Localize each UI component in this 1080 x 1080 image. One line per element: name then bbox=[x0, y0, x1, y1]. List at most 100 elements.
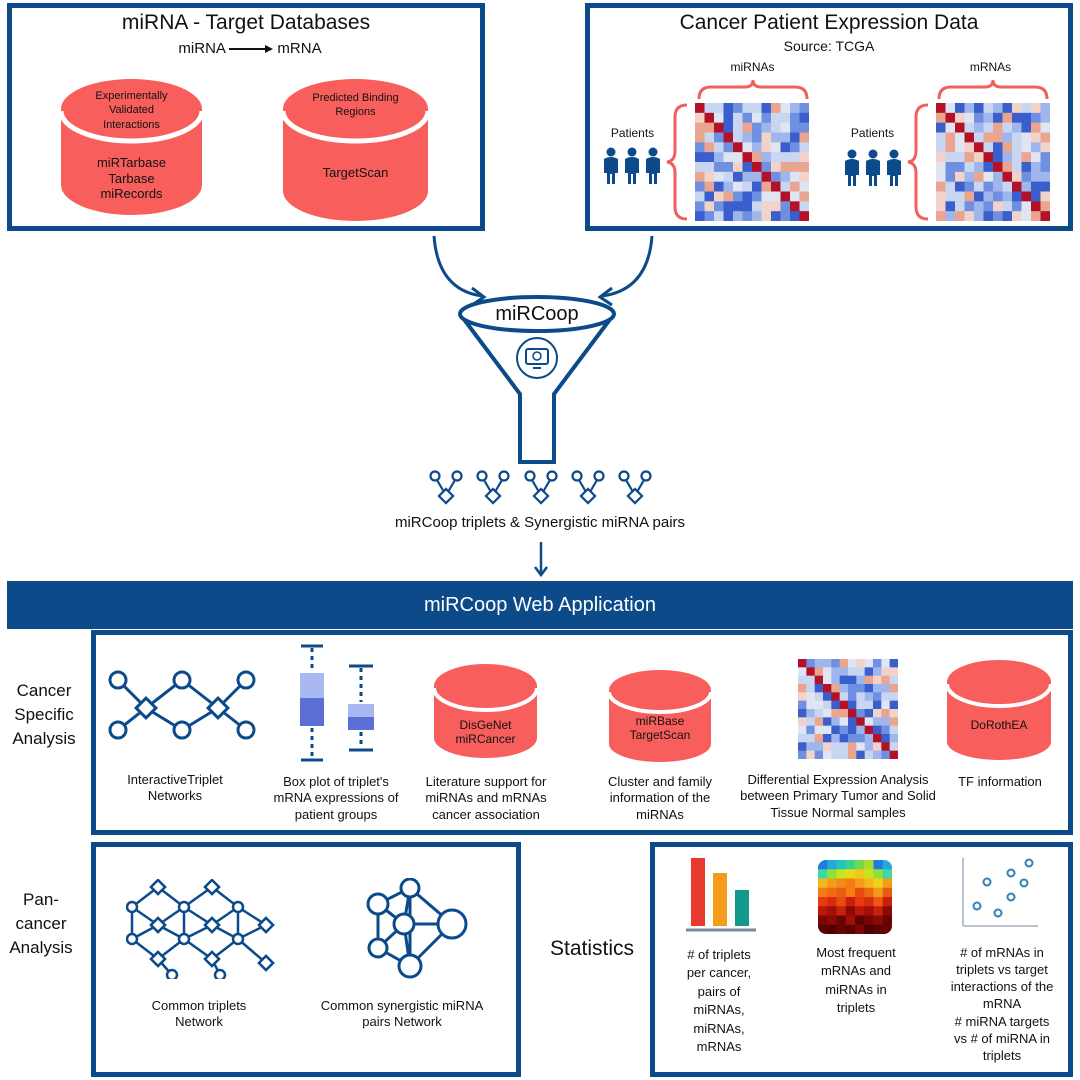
heatmap-cell bbox=[955, 103, 965, 114]
heatmap-cell bbox=[752, 112, 762, 124]
heatmap-cell bbox=[839, 709, 849, 718]
heatmap-cell bbox=[806, 659, 816, 668]
heatmap-cell bbox=[814, 725, 824, 735]
heatmap-cell bbox=[780, 142, 791, 153]
database-name: miRBase bbox=[635, 714, 685, 728]
heatmap-cell bbox=[881, 667, 891, 677]
heatmap-cell bbox=[983, 211, 994, 221]
heatmap-cell bbox=[814, 667, 824, 677]
heatmap-cell bbox=[945, 181, 956, 192]
heatmap-cell bbox=[848, 700, 857, 710]
heatmap-cell bbox=[839, 725, 849, 735]
heatmap-cell bbox=[752, 181, 762, 192]
heatmap-cell bbox=[974, 103, 984, 114]
heatmap-cell bbox=[831, 659, 841, 668]
heatmap-cell bbox=[761, 201, 772, 212]
database-name: TargetScan bbox=[629, 728, 691, 743]
heatmap-cell bbox=[864, 878, 874, 889]
heatmap-cell bbox=[873, 659, 882, 668]
heatmap-cell bbox=[864, 860, 874, 870]
heatmap-cell bbox=[1002, 142, 1013, 153]
heatmap-cell bbox=[831, 717, 841, 727]
heatmap-cell bbox=[799, 162, 809, 173]
heatmap-cell bbox=[974, 152, 984, 163]
heatmap-cell bbox=[873, 869, 884, 879]
heatmap-cell bbox=[845, 869, 856, 879]
heatmap-cell bbox=[714, 103, 724, 114]
heatmap-cell bbox=[845, 897, 856, 907]
heatmap-cell bbox=[1002, 171, 1013, 183]
heatmap-cell bbox=[889, 750, 898, 759]
triplet-icons-row bbox=[428, 470, 653, 506]
heatmap-cell bbox=[814, 750, 824, 759]
heatmap-cell bbox=[873, 742, 882, 752]
heatmap-cell bbox=[873, 717, 882, 727]
heatmap-cell bbox=[771, 103, 781, 114]
heatmap-cell bbox=[806, 725, 816, 735]
heatmap-cell bbox=[827, 924, 837, 934]
heatmap-cell bbox=[881, 717, 891, 727]
heatmap-cell bbox=[955, 142, 965, 153]
heatmap-cell bbox=[742, 171, 753, 183]
heatmap-cell bbox=[742, 201, 753, 212]
left-brace bbox=[907, 103, 929, 221]
heatmap-cell bbox=[818, 887, 828, 898]
heatmap-cell bbox=[827, 860, 837, 870]
heatmap-cell bbox=[780, 191, 791, 202]
heatmap-cell bbox=[695, 103, 705, 114]
heatmap-cell bbox=[780, 171, 791, 183]
heatmap-cell bbox=[714, 201, 724, 212]
heatmap-cell bbox=[780, 132, 791, 143]
heatmap-cell bbox=[993, 103, 1003, 114]
heatmap-cell bbox=[761, 122, 772, 133]
heatmap-cell bbox=[864, 897, 874, 907]
expression-title: Cancer Patient Expression Data bbox=[679, 11, 979, 34]
heatmap-cell bbox=[983, 162, 994, 173]
heatmap-cell bbox=[790, 112, 800, 124]
heatmap-cell bbox=[814, 675, 824, 685]
heatmap-cell bbox=[964, 132, 975, 143]
heatmap-cell bbox=[873, 700, 882, 710]
database-cylinder-dorothea: DoRothEA bbox=[947, 658, 1051, 762]
heatmap-cell bbox=[1031, 171, 1041, 183]
heatmap-cell bbox=[856, 717, 866, 727]
heatmap-cell bbox=[983, 181, 994, 192]
heatmap-cell bbox=[818, 869, 828, 879]
heatmap-cell bbox=[771, 132, 781, 143]
heatmap-cell bbox=[882, 915, 892, 926]
heatmap-cell bbox=[983, 112, 994, 124]
heatmap-cell bbox=[955, 132, 965, 143]
heatmap-cell bbox=[1021, 142, 1032, 153]
database-name: TargetScan bbox=[322, 165, 389, 180]
database-cylinder-mirbase: miRBase TargetScan bbox=[609, 668, 711, 764]
heatmap-cell bbox=[864, 692, 874, 702]
heatmap-cell bbox=[993, 162, 1003, 173]
heatmap-cell bbox=[945, 142, 956, 153]
heatmap-cell bbox=[882, 887, 892, 898]
heatmap-cell bbox=[823, 675, 832, 685]
heatmap-cell bbox=[855, 878, 865, 889]
heatmap-cell bbox=[823, 742, 832, 752]
heatmap-cell bbox=[733, 112, 743, 124]
mirna-heatmap bbox=[695, 103, 809, 221]
heatmap-cell bbox=[1021, 201, 1032, 212]
heatmap-cell bbox=[752, 142, 762, 153]
heatmap-cell bbox=[856, 684, 866, 693]
item-label: TF information bbox=[958, 774, 1042, 789]
heatmap-cell bbox=[814, 692, 824, 702]
heatmap-cell bbox=[936, 132, 946, 143]
heatmap-cell bbox=[1012, 122, 1022, 133]
heatmap-cell bbox=[848, 750, 857, 759]
heatmap-cell bbox=[936, 112, 946, 124]
heatmap-cell bbox=[806, 700, 816, 710]
heatmap-cell bbox=[761, 112, 772, 124]
heatmap-cell bbox=[993, 142, 1003, 153]
heatmap-cell bbox=[799, 103, 809, 114]
heatmap-cell bbox=[695, 211, 705, 221]
heatmap-cell bbox=[1002, 152, 1013, 163]
heatmap-cell bbox=[733, 142, 743, 153]
frequency-heatmap-icon bbox=[818, 860, 892, 934]
heatmap-cell bbox=[945, 211, 956, 221]
mirna-label: miRNA bbox=[178, 40, 226, 57]
